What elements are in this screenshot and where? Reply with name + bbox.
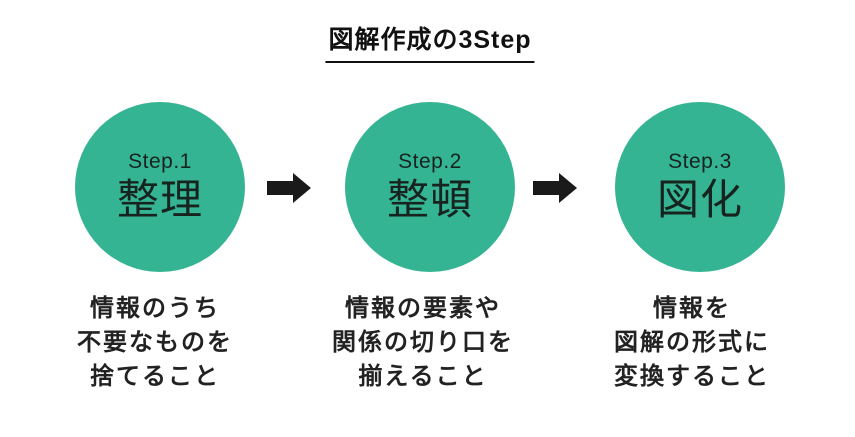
step-description-2: 情報の要素や 関係の切り口を 揃えること bbox=[303, 292, 543, 394]
step-description-1: 情報のうち 不要なものを 捨てること bbox=[35, 292, 275, 394]
description-line: 情報を bbox=[653, 295, 731, 322]
step-circle-2: Step.2 整頓 bbox=[345, 102, 515, 272]
description-line: 揃えること bbox=[358, 363, 488, 390]
step-label-2: Step.2 bbox=[398, 150, 462, 174]
step-description-3: 情報を 図解の形式に 変換すること bbox=[572, 292, 812, 394]
step-name-2: 整頓 bbox=[386, 176, 473, 224]
description-line: 情報のうち bbox=[90, 295, 220, 322]
description-line: 図解の形式に bbox=[614, 329, 770, 356]
step-circle-1: Step.1 整理 bbox=[75, 102, 245, 272]
diagram-title: 図解作成の3Step bbox=[325, 20, 535, 63]
step-label-1: Step.1 bbox=[128, 150, 192, 174]
description-line: 捨てること bbox=[90, 363, 220, 390]
description-line: 関係の切り口を bbox=[332, 329, 514, 356]
step-label-3: Step.3 bbox=[668, 150, 732, 174]
step-circle-3: Step.3 図化 bbox=[615, 102, 785, 272]
description-line: 変換すること bbox=[614, 363, 770, 390]
arrow-right-icon bbox=[267, 173, 311, 203]
description-line: 情報の要素や bbox=[345, 295, 501, 322]
description-line: 不要なものを bbox=[77, 329, 233, 356]
step-name-3: 図化 bbox=[656, 176, 743, 224]
arrow-right-icon bbox=[533, 173, 577, 203]
step-name-1: 整理 bbox=[116, 176, 203, 224]
